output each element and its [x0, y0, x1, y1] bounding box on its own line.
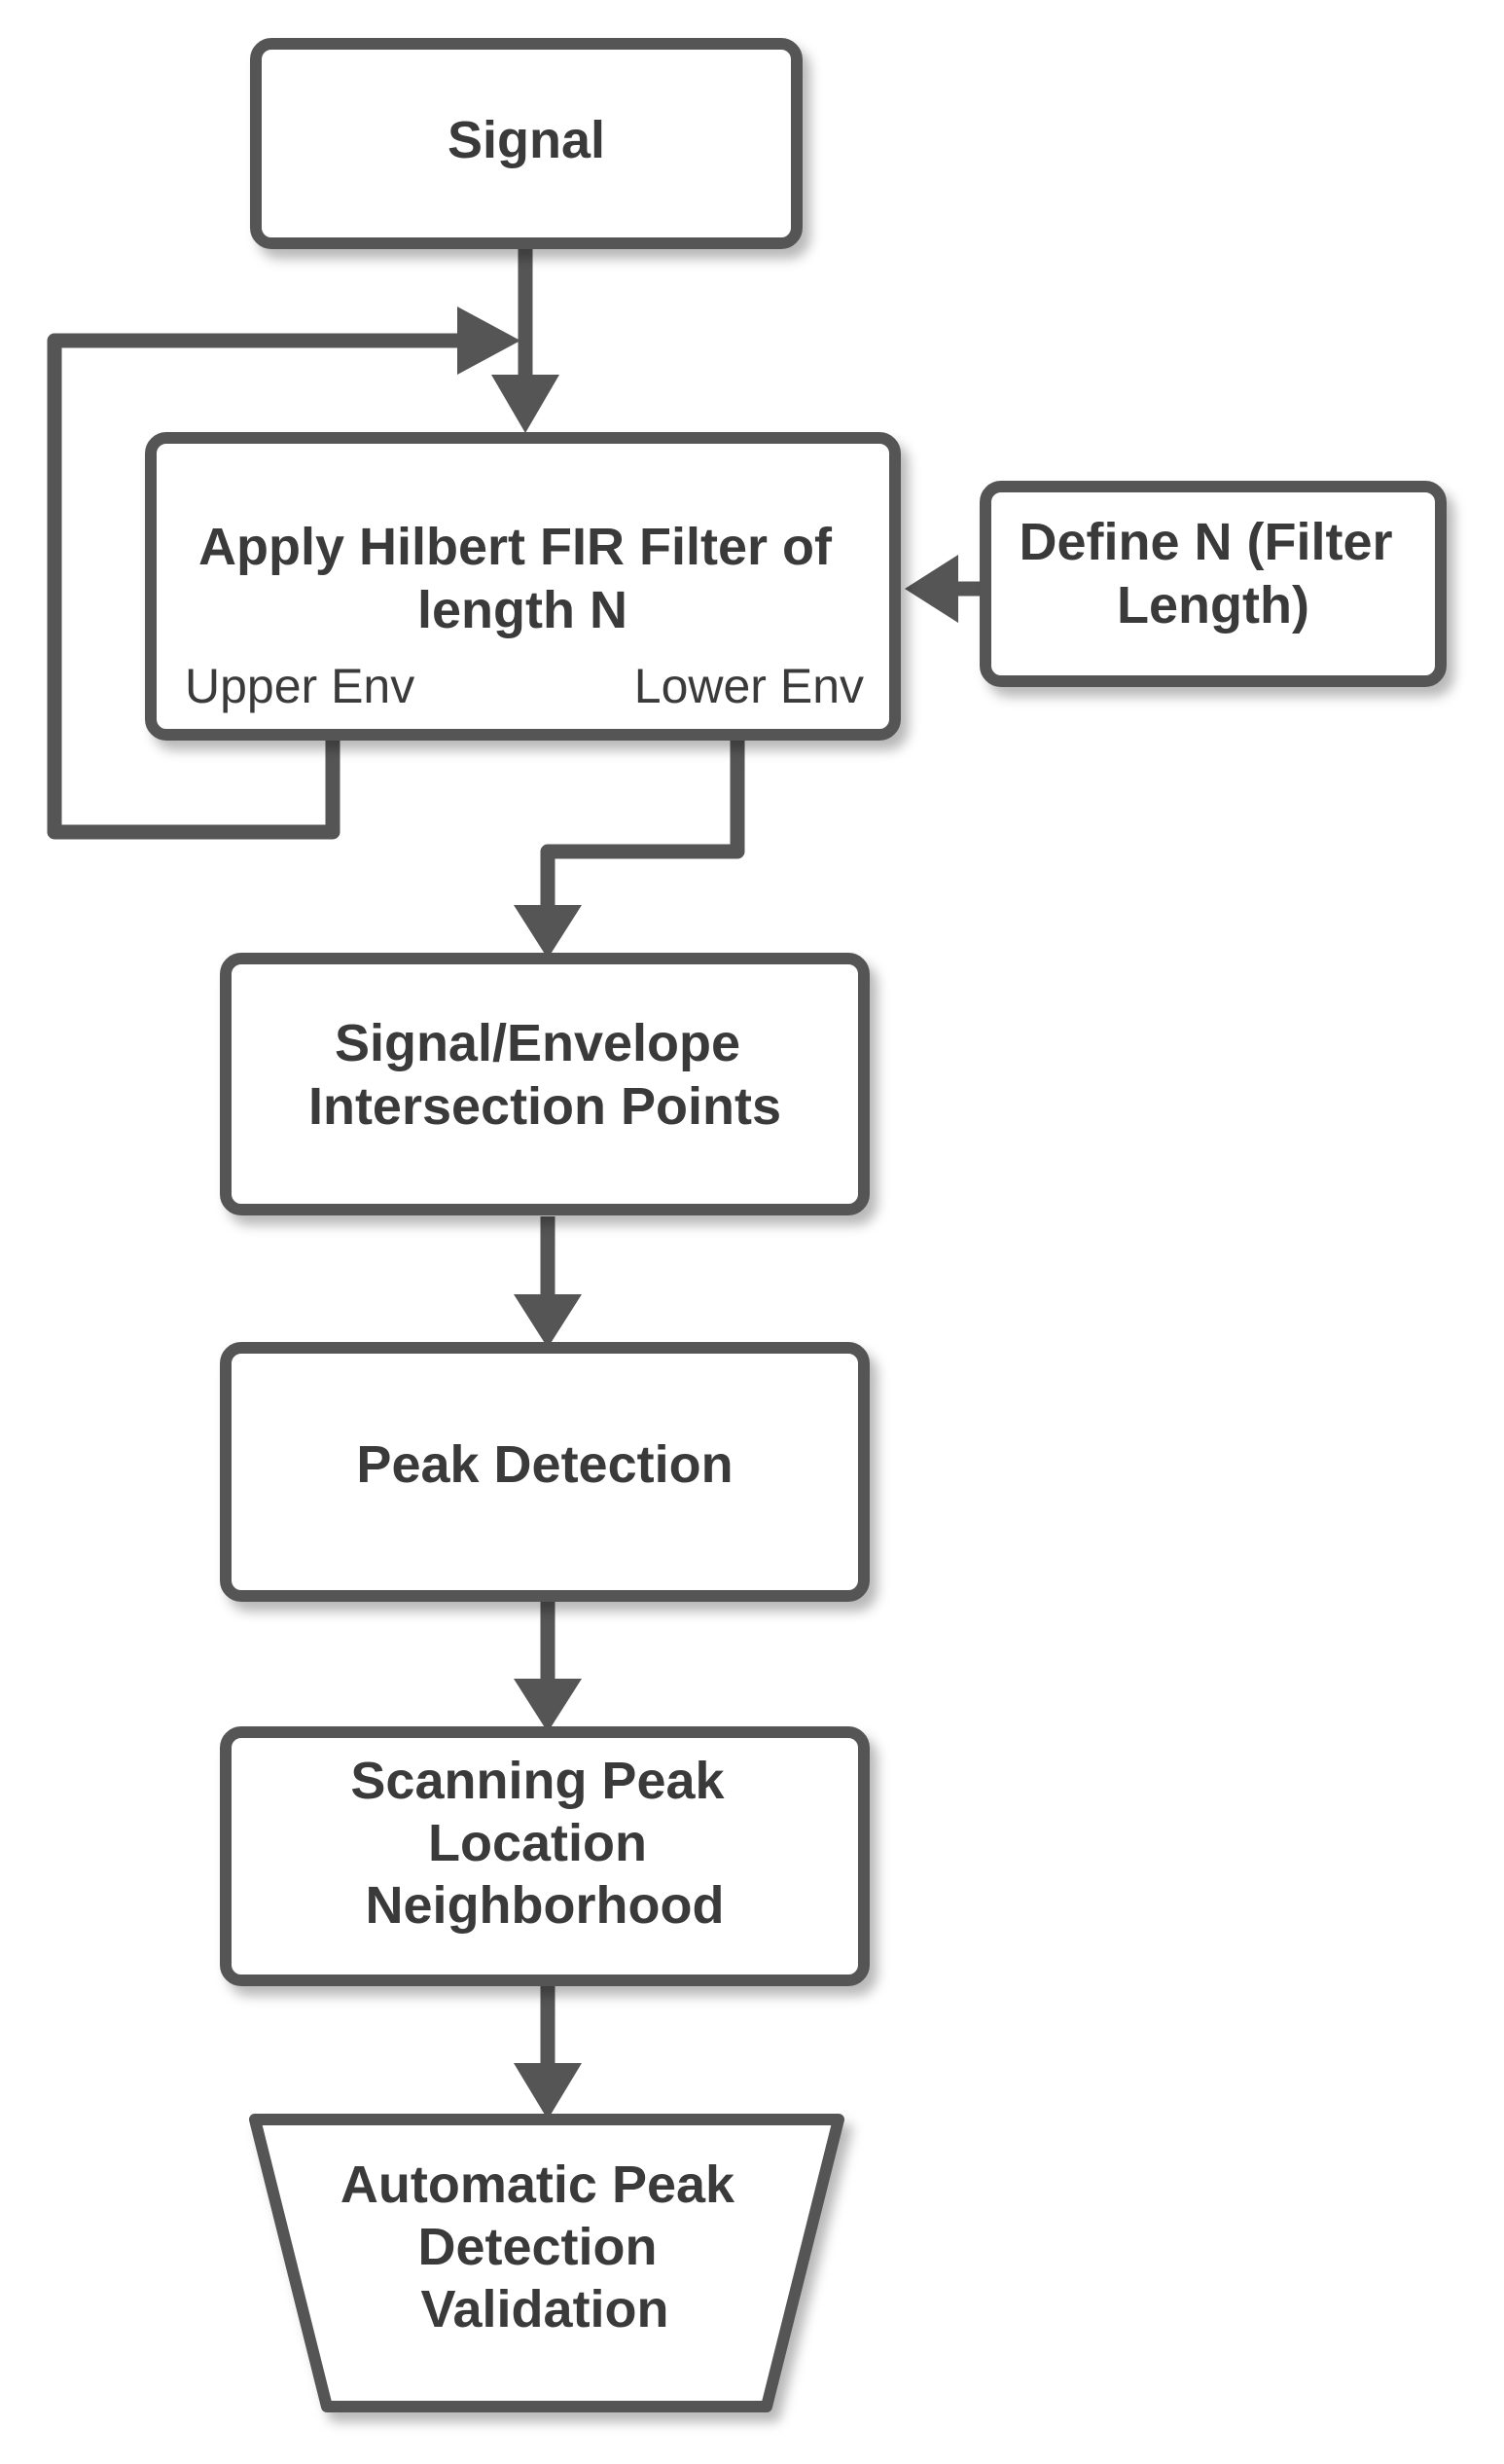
node-signal-label: Signal	[448, 111, 605, 169]
node-scanning-line-1: Scanning Peak	[350, 1752, 725, 1810]
arrow-head-lower-env	[514, 905, 582, 959]
node-validation-line-3: Validation	[420, 2280, 668, 2338]
node-hilbert-filter-line-1: Apply Hilbert FIR Filter of	[198, 518, 833, 576]
arrow-head-scanning-to-validation	[514, 2063, 582, 2120]
node-validation-line-1: Automatic Peak	[340, 2156, 735, 2214]
node-validation-label: Automatic Peak Detection Validation	[340, 2156, 749, 2338]
arrow-head-signal-to-filter	[491, 375, 559, 433]
node-scanning-line-3: Neighborhood	[366, 1876, 725, 1935]
node-peak-detection: Peak Detection	[220, 1342, 870, 1602]
node-scanning-label: Scanning Peak Location Neighborhood	[350, 1752, 738, 1935]
arrow-head-feedback	[457, 307, 520, 375]
port-upper-env: Upper Env	[185, 659, 414, 713]
port-lower-env: Lower Env	[634, 659, 864, 713]
node-hilbert-filter: Apply Hilbert FIR Filter of length N Upp…	[145, 432, 901, 741]
node-intersection-label: Signal/Envelope Intersection Points	[308, 1014, 781, 1136]
node-hilbert-filter-line-2: length N	[417, 581, 627, 639]
node-signal: Signal	[250, 38, 803, 249]
node-scanning-line-2: Location	[428, 1814, 647, 1872]
node-define-n-line-2: Length)	[1117, 576, 1309, 634]
arrow-head-peak-to-scanning	[514, 1679, 582, 1732]
node-intersection-line-2: Intersection Points	[308, 1077, 781, 1136]
arrow-head-intersection-to-peak	[514, 1294, 582, 1348]
node-intersection-line-1: Signal/Envelope	[335, 1014, 740, 1072]
node-validation-line-2: Detection	[417, 2218, 657, 2276]
node-intersection: Signal/Envelope Intersection Points	[220, 953, 870, 1215]
node-define-n-label: Define N (Filter Length)	[1019, 513, 1407, 634]
node-hilbert-filter-label: Apply Hilbert FIR Filter of length N	[198, 518, 846, 639]
connector-upper-env-feedback	[47, 333, 467, 840]
arrow-head-define-n	[905, 555, 958, 623]
connector-lower-env-to-intersection	[540, 740, 745, 915]
node-validation: Automatic Peak Detection Validation	[249, 2114, 844, 2412]
node-peak-detection-line-1: Peak Detection	[356, 1435, 733, 1494]
node-peak-detection-label: Peak Detection	[356, 1435, 733, 1494]
node-define-n-line-1: Define N (Filter	[1019, 513, 1392, 571]
node-define-n: Define N (Filter Length)	[980, 481, 1447, 687]
node-signal-line-1: Signal	[448, 111, 605, 169]
node-scanning: Scanning Peak Location Neighborhood	[220, 1726, 870, 1986]
